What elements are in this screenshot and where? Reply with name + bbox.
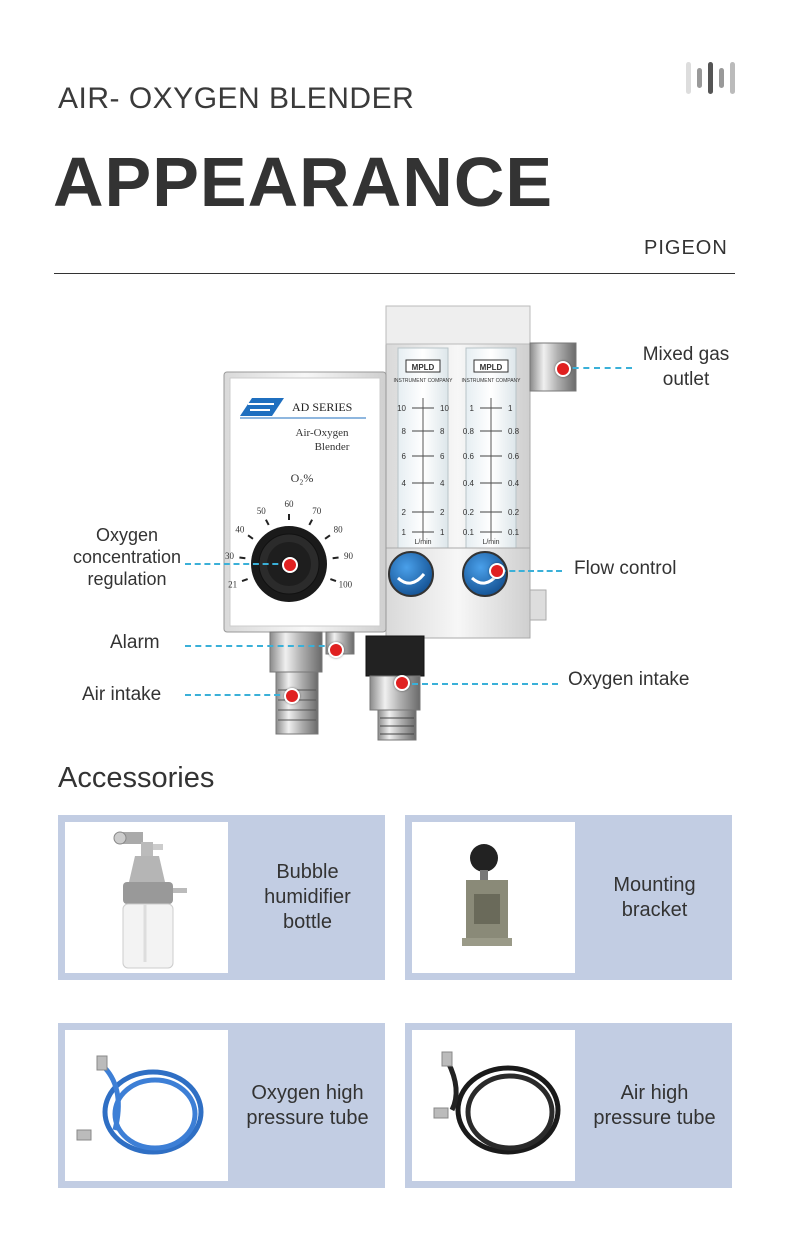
dial-tick-mark: [247, 534, 254, 540]
oxygen-regulation-label: Oxygen concentration regulation: [72, 525, 182, 589]
meter-company-left: INSTRUMENT COMPANY: [394, 378, 454, 384]
regulation-marker: [282, 557, 298, 573]
air-intake-callout-line: [185, 694, 290, 696]
dial-tick-mark: [265, 519, 270, 526]
air-intake-marker: [284, 688, 300, 704]
dial-tick-label: 40: [235, 525, 245, 535]
page-subtitle: AIR- OXYGEN BLENDER: [58, 82, 415, 115]
product-line1: Air-Oxygen: [296, 427, 349, 439]
oxygen-intake-fitting: [365, 635, 425, 677]
scale-label: 2: [402, 508, 407, 517]
scale-label: 0.1: [508, 528, 520, 537]
series-label: AD SERIES: [292, 400, 352, 414]
meter-brand-left: MPLD: [412, 363, 435, 372]
decorative-bars-icon: [686, 62, 736, 94]
dial-tick-mark: [239, 556, 246, 560]
dial-scale: 21 30 40 50 60 70 80 90 100: [225, 499, 353, 590]
left-flow-scale: 10 10 8 8 6 6 4 4 2 2 1 1: [397, 398, 449, 540]
dial-tick-mark: [241, 578, 248, 583]
scale-label: 6: [440, 452, 445, 461]
scale-label: 10: [440, 404, 449, 413]
flow-control-label: Flow control: [574, 558, 677, 579]
scale-label: 0.2: [463, 508, 475, 517]
scale-label: 0.8: [463, 427, 475, 436]
scale-label: 0.4: [463, 479, 475, 488]
dial-tick-label: 90: [344, 551, 354, 561]
mounting-bracket-image: [412, 822, 575, 973]
scale-label: 0.6: [508, 452, 520, 461]
accessory-card-air-tube: Air high pressure tube: [405, 1023, 732, 1188]
accessories-heading: Accessories: [58, 762, 215, 794]
outlet-marker: [555, 361, 571, 377]
dial-tick-label: 50: [257, 506, 267, 516]
scale-label: 0.2: [508, 508, 520, 517]
alarm-callout-line: [185, 645, 335, 647]
flow-control-marker: [489, 563, 505, 579]
scale-label: 0.4: [508, 479, 520, 488]
air-intake-fitting: [269, 631, 323, 673]
right-flow-scale: 1 1 0.8 0.8 0.6 0.6 0.4 0.4 0.2 0.2 0.1 0.1: [463, 398, 520, 540]
header-divider: [54, 273, 735, 274]
accessory-card-bracket: Mounting bracket: [405, 815, 732, 980]
oxygen-tube-image: [65, 1030, 228, 1181]
scale-label: 4: [440, 479, 445, 488]
flow-unit-right: L/min: [482, 539, 499, 546]
scale-label: 1: [470, 404, 475, 413]
dial-tick-label: 60: [285, 499, 295, 509]
scale-label: 8: [402, 427, 407, 436]
dial-tick-label: 100: [339, 580, 353, 590]
mounting-bracket-label: Mounting bracket: [613, 873, 696, 921]
accessory-card-humidifier: Bubble humidifier bottle: [58, 815, 385, 980]
dial-tick-mark: [324, 534, 331, 540]
alarm-label: Alarm: [110, 632, 160, 653]
regulation-callout-line: [185, 563, 288, 565]
page-title: APPEARANCE: [53, 143, 554, 221]
scale-label: 1: [508, 404, 513, 413]
scale-label: 2: [440, 508, 445, 517]
humidifier-bottle-image: [65, 822, 228, 973]
dial-unit: O₂%: [291, 471, 314, 485]
product-line2: Blender: [315, 441, 350, 453]
dial-tick-mark: [330, 578, 337, 583]
oxygen-intake-callout-line: [402, 683, 558, 685]
scale-label: 8: [440, 427, 445, 436]
mixed-gas-outlet-label: Mixed gas outlet: [642, 344, 730, 390]
blender-illustration: MPLD MPLD INSTRUMENT COMPANY INSTRUMENT …: [223, 305, 577, 741]
humidifier-bottle-label: Bubble humidifier bottle: [264, 861, 351, 933]
meter-company-right: INSTRUMENT COMPANY: [462, 378, 522, 384]
blender-device: MPLD MPLD INSTRUMENT COMPANY INSTRUMENT …: [0, 290, 790, 750]
brand-name: PIGEON: [644, 237, 728, 259]
oxygen-intake-marker: [394, 675, 410, 691]
flow-unit-left: L/min: [414, 539, 431, 546]
scale-label: 0.8: [508, 427, 520, 436]
scale-label: 0.6: [463, 452, 475, 461]
dial-tick-label: 80: [334, 525, 344, 535]
flow-control-knob-left[interactable]: [388, 551, 434, 597]
dial-tick-mark: [308, 519, 313, 526]
flow-control-callout-line: [500, 570, 562, 572]
outlet-callout-line: [562, 367, 632, 369]
oxygen-intake-label: Oxygen intake: [568, 669, 690, 690]
brand-logo-icon: [240, 398, 284, 416]
dial-tick-label: 30: [225, 551, 235, 561]
dial-tick-label: 21: [228, 580, 237, 590]
meter-brand-right: MPLD: [480, 363, 503, 372]
scale-label: 6: [402, 452, 407, 461]
scale-label: 1: [402, 528, 407, 537]
scale-label: 1: [440, 528, 445, 537]
scale-label: 4: [402, 479, 407, 488]
scale-label: 10: [397, 404, 406, 413]
accessory-card-oxygen-tube: Oxygen high pressure tube: [58, 1023, 385, 1188]
air-tube-image: [412, 1030, 575, 1181]
air-intake-label: Air intake: [82, 684, 162, 705]
dial-tick-label: 70: [312, 506, 322, 516]
oxygen-tube-label: Oxygen high pressure tube: [246, 1081, 369, 1129]
alarm-marker: [328, 642, 344, 658]
scale-label: 0.1: [463, 528, 475, 537]
dial-tick-mark: [332, 556, 339, 560]
air-tube-label: Air high pressure tube: [593, 1081, 716, 1129]
